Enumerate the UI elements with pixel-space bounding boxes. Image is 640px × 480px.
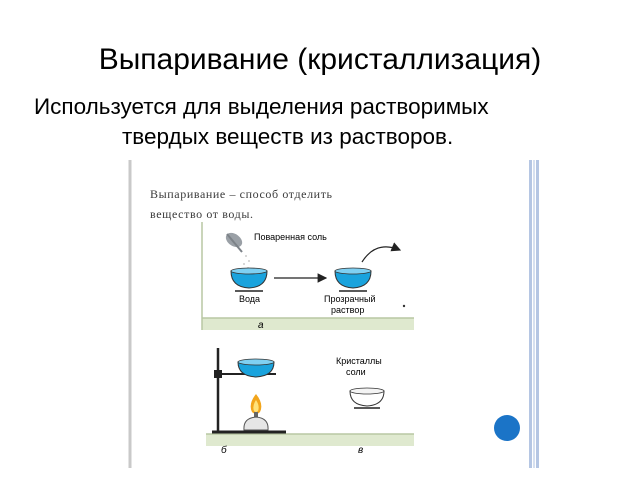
curved-arrow bbox=[361, 242, 402, 263]
bowl-crystals-icon bbox=[349, 387, 385, 409]
figure-heading-1: Выпаривание – способ отделить bbox=[150, 187, 333, 201]
bowl-solution-icon bbox=[334, 267, 372, 292]
evaporation-figure: Выпаривание – способ отделить вещество о… bbox=[128, 160, 540, 468]
bowl-water-icon bbox=[230, 267, 268, 292]
crystals-label-1: Кристаллы bbox=[336, 356, 382, 366]
panel-a-label: а bbox=[258, 320, 264, 331]
decorative-dot bbox=[494, 415, 520, 441]
slide-title: Выпаривание (кристаллизация) bbox=[98, 43, 542, 76]
evaporation-diagram: Выпаривание – способ отделить вещество о… bbox=[128, 160, 414, 468]
burner-icon bbox=[243, 394, 269, 431]
figure-heading-2: вещество от воды. bbox=[150, 207, 254, 221]
body-line-1: Используется для выделения растворимых bbox=[34, 94, 489, 119]
water-label: Вода bbox=[239, 294, 260, 304]
ring-stand-icon bbox=[212, 348, 286, 434]
panel-b-label: б bbox=[221, 444, 227, 456]
spoon-icon bbox=[225, 232, 243, 253]
slide-body: Используется для выделения растворимых т… bbox=[34, 92, 624, 152]
panel-v-label: в bbox=[358, 445, 363, 456]
clear-label-1: Прозрачный bbox=[324, 294, 375, 304]
crystals-label-2: соли bbox=[346, 367, 366, 377]
body-line-2: твердых веществ из растворов. bbox=[122, 124, 454, 149]
clear-label-2: раствор bbox=[331, 305, 364, 315]
decorative-side-bar bbox=[529, 160, 539, 468]
salt-label: Поваренная соль bbox=[254, 232, 327, 242]
